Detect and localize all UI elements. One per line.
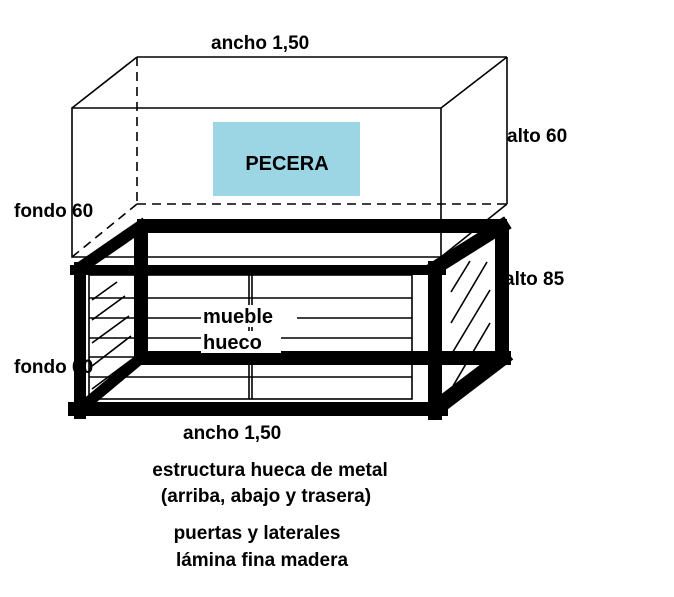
aquarium-top-right-edge bbox=[440, 56, 508, 109]
left-side-hatch bbox=[91, 315, 130, 344]
note-line-4: lámina fina madera bbox=[176, 550, 349, 571]
aquarium-top-left-edge bbox=[71, 56, 138, 109]
cabinet-back-frame bbox=[134, 219, 511, 365]
cabinet-top-left-diagonal bbox=[71, 217, 150, 277]
note-line-2: (arriba, abajo y trasera) bbox=[161, 486, 371, 507]
left-side-hatch bbox=[91, 281, 118, 301]
cabinet-height-label: alto 85 bbox=[504, 269, 565, 290]
cabinet-hollow-backing bbox=[201, 331, 281, 353]
right-side-hatch bbox=[450, 289, 491, 356]
cabinet-bottom-right-diagonal bbox=[423, 346, 514, 421]
cabinet-name-label: mueble bbox=[203, 306, 273, 328]
left-side-hatch bbox=[91, 295, 126, 321]
cabinet-width-label: ancho 1,50 bbox=[183, 423, 281, 444]
aquarium-hidden-edges bbox=[71, 57, 507, 258]
cabinet-depth-label: fondo 60 bbox=[14, 357, 93, 378]
right-side-hatch bbox=[450, 261, 488, 324]
note-line-1: estructura hueca de metal bbox=[152, 460, 387, 481]
tank-name-label: PECERA bbox=[245, 153, 328, 175]
cabinet-hollow-label: hueco bbox=[203, 332, 262, 354]
note-line-3: puertas y laterales bbox=[174, 523, 341, 544]
tank-height-label: alto 60 bbox=[507, 126, 567, 147]
cabinet-front-frame bbox=[68, 216, 514, 421]
right-side-hatch bbox=[450, 260, 471, 293]
left-side-hatch bbox=[91, 335, 132, 367]
tank-depth-label: fondo 60 bbox=[14, 201, 93, 222]
tank-width-label: ancho 1,50 bbox=[211, 33, 309, 54]
cabinet-bottom-left-diagonal bbox=[72, 350, 149, 417]
right-side-hatch bbox=[452, 322, 491, 387]
tank-name-box bbox=[213, 122, 360, 196]
cabinet-name-backing bbox=[201, 305, 297, 327]
cabinet-top-right-diagonal bbox=[425, 216, 512, 278]
